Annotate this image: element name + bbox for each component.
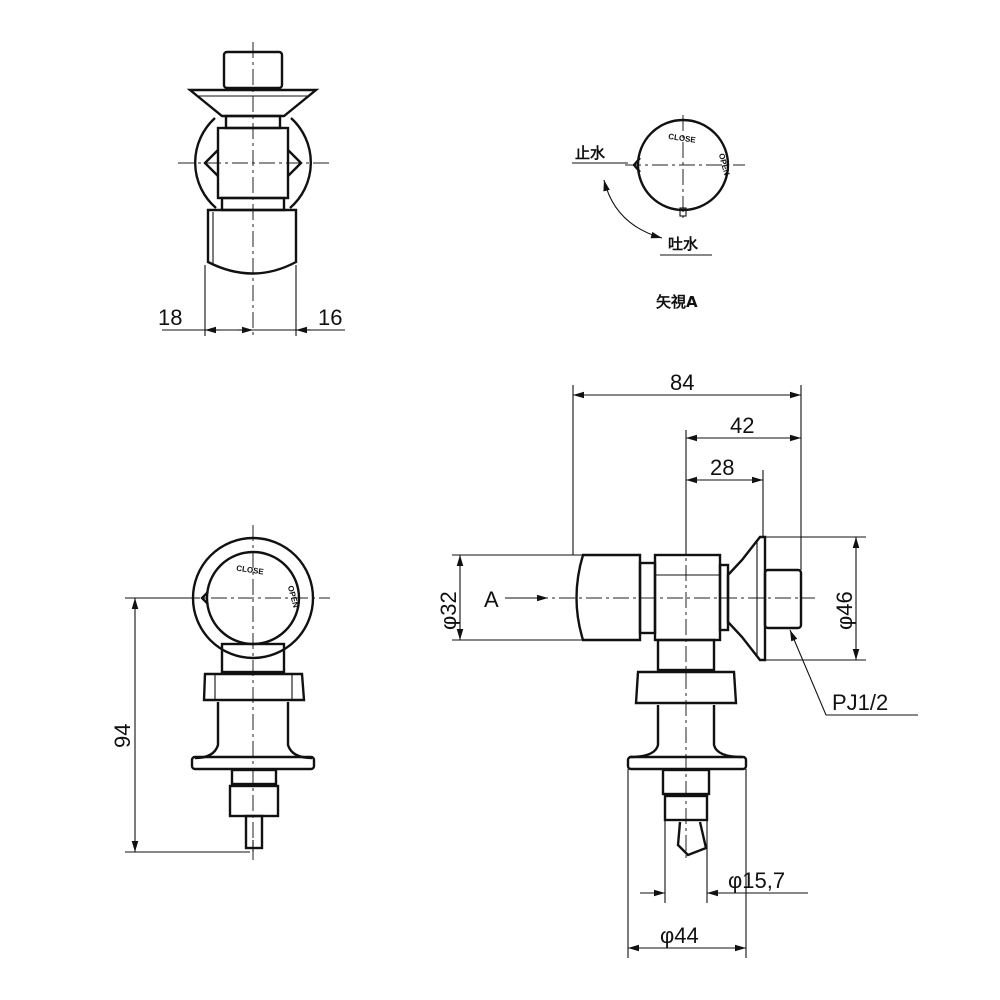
view-arrow-a: A — [484, 587, 499, 612]
side-view: 84 42 28 φ32 A φ46 PJ1/2 φ15,7 φ44 — [436, 370, 918, 958]
dim-94: 94 — [110, 724, 135, 748]
dim-16: 16 — [318, 305, 342, 330]
dim-42: 42 — [730, 413, 754, 438]
view-a: CLOSE OPEN 止水 吐水 矢視A — [572, 115, 745, 311]
dim-28: 28 — [710, 455, 734, 480]
top-view: 18 16 — [158, 42, 345, 336]
dia-44: φ44 — [660, 923, 699, 948]
discharge-label: 吐水 — [668, 235, 699, 253]
front-close-label: CLOSE — [236, 564, 265, 577]
thread-label: PJ1/2 — [832, 690, 888, 715]
dim-84: 84 — [670, 370, 694, 395]
dim-18: 18 — [158, 305, 182, 330]
dia-15-7: φ15,7 — [728, 868, 785, 893]
dia-46: φ46 — [832, 591, 857, 630]
open-label: OPEN — [717, 152, 732, 176]
front-view: CLOSE OPEN 94 — [110, 525, 330, 860]
close-label: CLOSE — [668, 132, 697, 145]
dia-32: φ32 — [436, 591, 461, 630]
stop-label: 止水 — [575, 144, 606, 162]
view-a-caption: 矢視A — [656, 293, 698, 311]
